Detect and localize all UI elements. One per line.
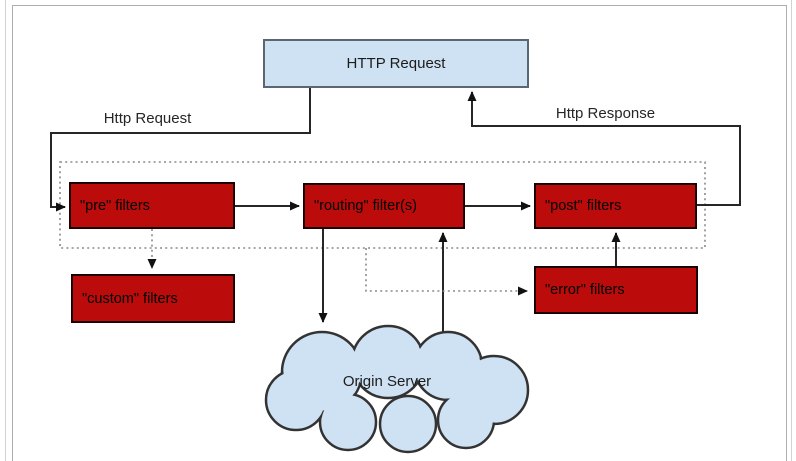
node-http-request: HTTP Request (263, 39, 529, 88)
edge-label-http-response: Http Response (555, 105, 656, 122)
page-left-rule (5, 0, 6, 461)
node-http-request-label: HTTP Request (346, 55, 446, 72)
edge-post-to-http-request (467, 91, 741, 206)
node-custom-filters-label: "custom" filters (82, 290, 178, 307)
origin-server-label: Origin Server (342, 373, 432, 390)
origin-server-cloud (264, 324, 530, 454)
node-pre-filters-label: "pre" filters (80, 197, 150, 214)
edge-to-error-dotted (365, 248, 528, 296)
edge-http-request-to-pre (50, 88, 311, 212)
edge-label-http-request: Http Request (103, 110, 192, 127)
node-post-filters: "post" filters (534, 183, 697, 229)
page-right-rule (791, 0, 792, 461)
node-error-filters-label: "error" filters (545, 282, 625, 298)
node-error-filters: "error" filters (534, 266, 698, 314)
node-custom-filters: "custom" filters (71, 274, 235, 323)
node-routing-filters-label: "routing" filter(s) (314, 198, 417, 214)
node-routing-filters: "routing" filter(s) (303, 183, 465, 229)
node-post-filters-label: "post" filters (545, 198, 622, 214)
page-frame (12, 5, 787, 461)
node-pre-filters: "pre" filters (69, 182, 235, 229)
